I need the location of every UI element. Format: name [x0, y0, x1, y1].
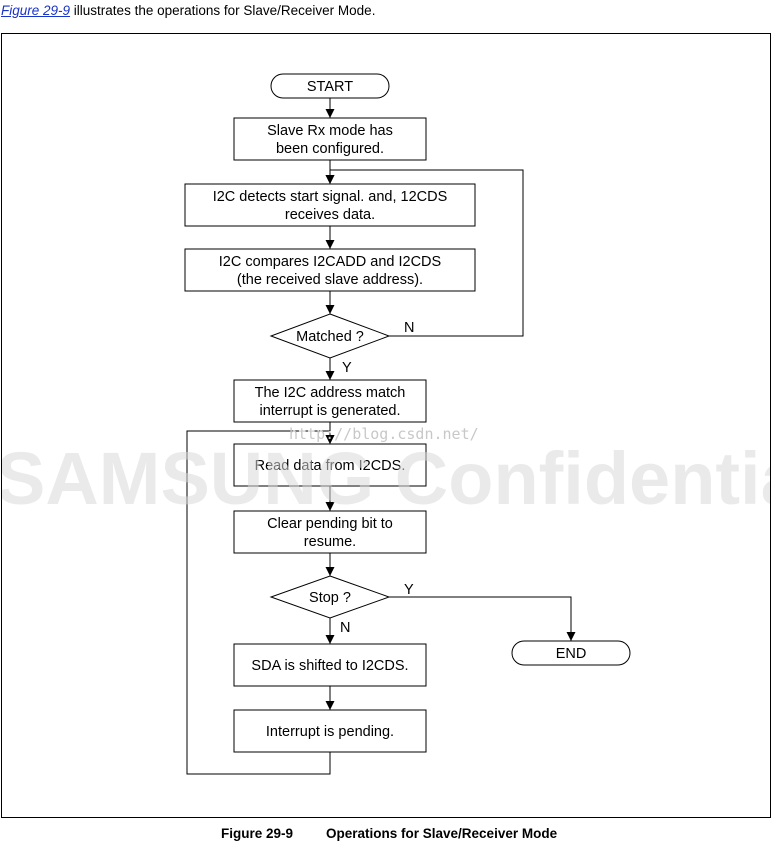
- node-configured-label: Slave Rx mode has: [267, 123, 393, 139]
- node-end: END: [511, 640, 631, 666]
- edge-label-stop-n: N: [340, 620, 350, 636]
- edge-label-stop-y: Y: [404, 582, 414, 598]
- node-end-label: END: [556, 646, 587, 662]
- node-pending: Interrupt is pending.: [233, 709, 427, 753]
- node-start-label: START: [307, 79, 353, 95]
- node-pending-label: Interrupt is pending.: [266, 724, 394, 740]
- blog-watermark: http://blog.csdn.net/: [289, 425, 479, 443]
- node-clear-label: resume.: [304, 534, 356, 550]
- edge-pending-to-read: [186, 430, 335, 775]
- node-pending-shape: [233, 709, 427, 753]
- connectors: [186, 98, 576, 775]
- node-read: Read data from I2CDS.: [233, 443, 427, 487]
- node-compare-label: I2C compares I2CADD and I2CDS: [219, 254, 441, 270]
- node-start: START: [270, 73, 390, 99]
- intro-text: illustrates the operations for Slave/Rec…: [70, 3, 376, 18]
- watermark: SAMSUNG Confidential: [2, 437, 770, 520]
- node-stop: Stop ?: [269, 575, 391, 619]
- nodes: START Slave Rx mode has been configured. I2…: [184, 73, 631, 753]
- node-read-label: Read data from I2CDS.: [255, 458, 406, 474]
- edge-stop-to-end: [389, 596, 576, 641]
- node-configured-label: been configured.: [276, 141, 384, 157]
- figure-frame: START Slave Rx mode has been configured. I2…: [1, 33, 771, 818]
- edge-label-matched-y: Y: [342, 360, 352, 376]
- edge-label-matched-n: N: [404, 320, 414, 336]
- node-stop-label: Stop ?: [309, 590, 351, 606]
- node-compare-label: (the received slave address).: [237, 272, 423, 288]
- node-shift-label: SDA is shifted to I2CDS.: [251, 658, 408, 674]
- node-stop-shape: [269, 575, 391, 619]
- edge-matched-to-detect: [325, 169, 524, 337]
- node-end-shape: [511, 640, 631, 666]
- intro-paragraph: Figure 29-9 illustrates the operations f…: [1, 3, 375, 18]
- node-clear: Clear pending bit to resume.: [233, 510, 427, 554]
- node-interrupt: The I2C address match interrupt is genera…: [233, 379, 427, 423]
- node-shift: SDA is shifted to I2CDS.: [233, 643, 427, 687]
- node-interrupt-label: The I2C address match: [255, 385, 406, 401]
- node-matched-shape: [269, 313, 391, 359]
- node-interrupt-shape: [233, 379, 427, 423]
- node-read-shape: [233, 443, 427, 487]
- caption-title: Operations for Slave/Receiver Mode: [326, 826, 558, 841]
- node-clear-shape: [233, 510, 427, 554]
- flowchart: START Slave Rx mode has been configured. I2…: [2, 73, 770, 775]
- node-detect-label: receives data.: [285, 207, 375, 223]
- node-start-shape: [270, 73, 390, 99]
- caption-number: Figure 29-9: [221, 826, 294, 841]
- node-matched-label: Matched ?: [296, 329, 364, 345]
- node-configured-shape: [233, 117, 427, 161]
- node-detect: I2C detects start signal. and, 12CDS rece…: [184, 183, 476, 227]
- connector-labels: Y N N Y: [340, 320, 414, 636]
- figure-link[interactable]: Figure 29-9: [1, 3, 71, 18]
- node-interrupt-label: interrupt is generated.: [259, 403, 400, 419]
- node-shift-shape: [233, 643, 427, 687]
- node-compare: I2C compares I2CADD and I2CDS (the receiv…: [184, 248, 476, 292]
- node-detect-label: I2C detects start signal. and, 12CDS: [213, 189, 448, 205]
- node-matched: Matched ?: [269, 313, 391, 359]
- node-clear-label: Clear pending bit to: [267, 516, 393, 532]
- node-configured: Slave Rx mode has been configured.: [233, 117, 427, 161]
- node-compare-shape: [184, 248, 476, 292]
- node-detect-shape: [184, 183, 476, 227]
